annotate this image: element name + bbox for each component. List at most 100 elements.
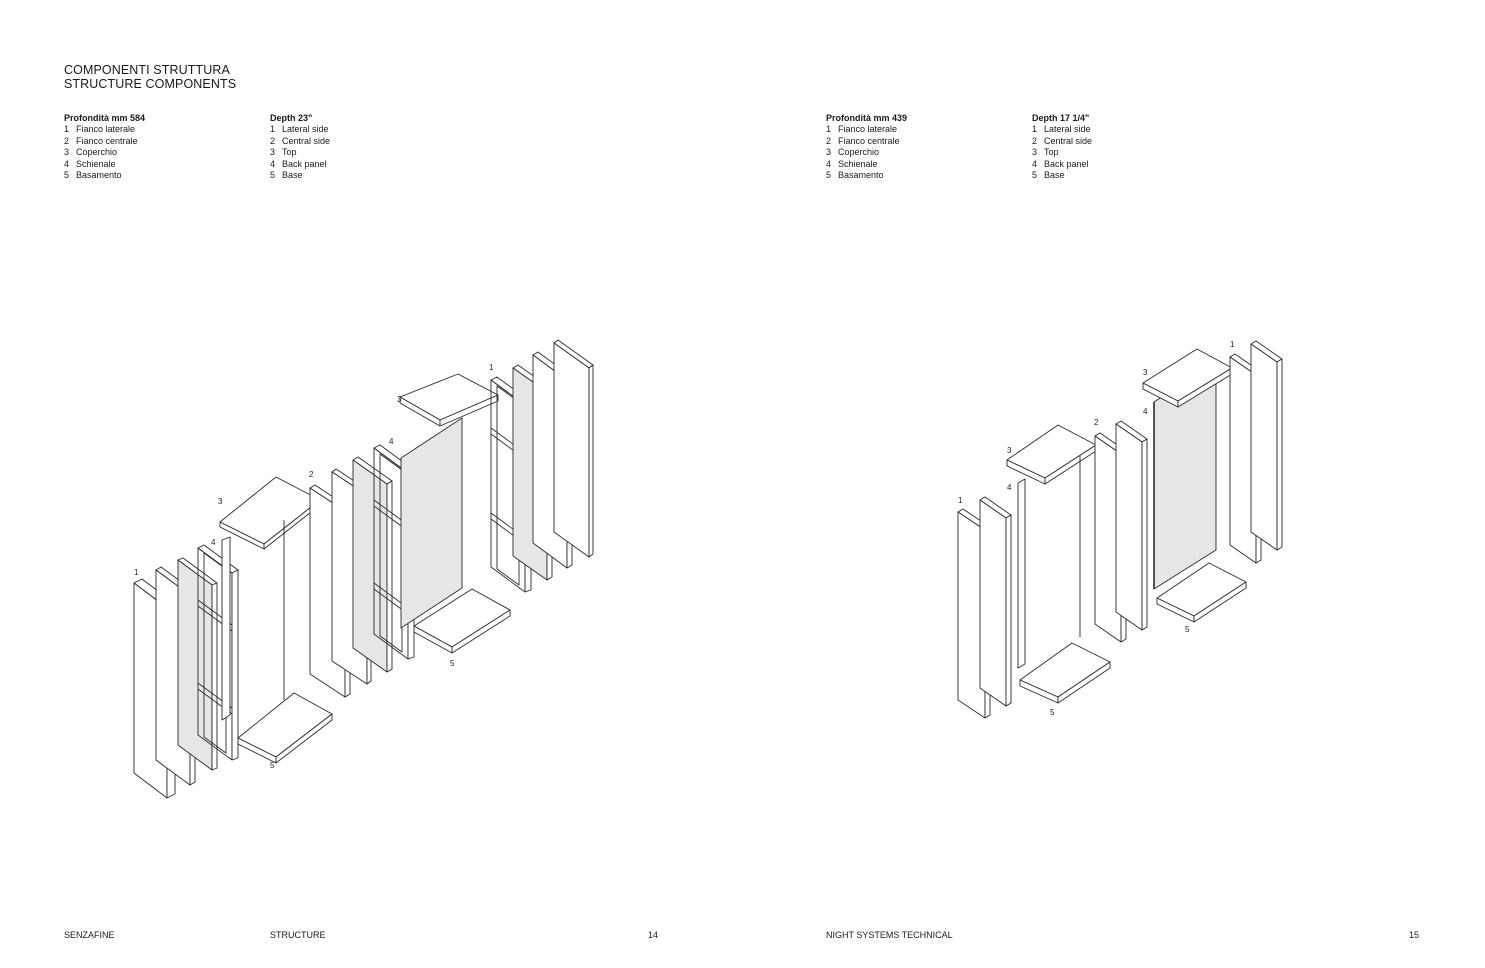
top-cover (399, 373, 499, 427)
back-panel (400, 417, 463, 629)
legend-item: 1 Fianco laterale (64, 124, 145, 135)
page-title: COMPONENTI STRUTTURA STRUCTURE COMPONENT… (64, 63, 236, 91)
callout-5: 5 (270, 761, 275, 770)
legend-num: 3 (826, 147, 832, 158)
exploded-view-584 (133, 339, 594, 799)
legend-label: Top (1044, 147, 1059, 158)
legend-heading: Profondità mm 584 (64, 113, 146, 123)
title-italian: COMPONENTI STRUTTURA (64, 63, 230, 77)
legend-item: 5 Base (1032, 170, 1092, 181)
base-plinth (1019, 642, 1111, 704)
legend-584-it: Profondità mm 584 1 Fianco laterale 2 Fian… (64, 113, 145, 181)
legend-label: Coperchio (76, 147, 118, 158)
callout-1: 1 (958, 496, 963, 505)
legend-item: 2 Fianco centrale (826, 136, 907, 147)
exploded-view-439 (957, 340, 1283, 719)
legend-num: 2 (1032, 135, 1038, 146)
legend-num: 4 (270, 158, 276, 169)
legend-item: 1 Lateral side (270, 124, 330, 135)
legend-num: 5 (1032, 170, 1038, 181)
legend-item: 3 Coperchio (64, 147, 145, 158)
legend-label: Fianco laterale (76, 124, 136, 135)
lateral-side-panel (1250, 340, 1283, 551)
legend-label: Top (282, 147, 297, 158)
legend-heading: Profondità mm 439 (826, 113, 908, 123)
legend-num: 4 (826, 158, 832, 169)
legend-label: Base (1044, 170, 1065, 181)
legend-item: 4 Back panel (270, 159, 330, 170)
legend-label: Fianco centrale (838, 135, 900, 146)
callout-5: 5 (450, 659, 455, 668)
callout-3: 3 (397, 395, 402, 404)
legend-item: 3 Top (1032, 147, 1092, 158)
legend-num: 5 (64, 170, 70, 181)
top-and-back-assembly (219, 476, 321, 721)
framed-panel (177, 557, 218, 771)
legend-item: 4 Schienale (64, 159, 145, 170)
legend-num: 4 (64, 158, 70, 169)
footer-catalog: NIGHT SYSTEMS TECHNICAL (826, 930, 953, 940)
legend-label: Central side (1044, 135, 1093, 146)
legend-label: Basamento (838, 170, 884, 181)
legend-label: Fianco laterale (838, 124, 898, 135)
legend-label: Coperchio (838, 147, 880, 158)
legend-label: Back panel (1044, 158, 1089, 169)
base-plinth (237, 692, 333, 764)
legend-item: 2 Central side (1032, 136, 1092, 147)
legend-label: Lateral side (1044, 124, 1091, 135)
page-number-left: 14 (648, 930, 659, 940)
legend-label: Back panel (282, 158, 327, 169)
title-english: STRUCTURE COMPONENTS (64, 77, 237, 91)
legend-item: 5 Basamento (64, 170, 145, 181)
legend-item: 3 Coperchio (826, 147, 907, 158)
legend-num: 4 (1032, 158, 1038, 169)
legend-label: Lateral side (282, 124, 329, 135)
legend-heading: Depth 23" (270, 113, 313, 123)
legend-num: 3 (270, 147, 276, 158)
legend-num: 2 (826, 135, 832, 146)
callout-4: 4 (1007, 483, 1012, 492)
central-side-panel (1115, 420, 1148, 631)
legend-num: 5 (826, 170, 832, 181)
legend-num: 1 (64, 124, 70, 135)
legend-num: 3 (1032, 147, 1038, 158)
frame-door (197, 544, 239, 761)
legend-label: Schienale (76, 158, 116, 169)
callout-1: 1 (134, 568, 139, 577)
base-plinth (1156, 562, 1247, 623)
legend-label: Fianco centrale (76, 135, 138, 146)
legend-label: Basamento (76, 170, 122, 181)
legend-num: 3 (64, 147, 70, 158)
legend-item: 1 Lateral side (1032, 124, 1092, 135)
callout-3: 3 (218, 497, 223, 506)
callout-1: 1 (1230, 340, 1235, 349)
callout-2: 2 (309, 470, 314, 479)
legend-num: 1 (826, 124, 832, 135)
page-number-right: 15 (1409, 930, 1420, 940)
callout-5: 5 (1185, 625, 1190, 634)
callouts-439: 1 4 3 5 2 4 3 5 1 (958, 340, 1235, 717)
back-panel (1017, 478, 1026, 669)
callout-1: 1 (489, 363, 494, 372)
callout-3: 3 (1143, 368, 1148, 377)
legend-num: 2 (64, 135, 70, 146)
legend-item: 1 Fianco laterale (826, 124, 907, 135)
callout-4: 4 (211, 538, 216, 547)
legend-num: 2 (270, 135, 276, 146)
legend-num: 1 (270, 124, 276, 135)
base-plinth (413, 588, 511, 654)
footer-brand: SENZAFINE (64, 930, 115, 940)
legend-item: 4 Back panel (1032, 159, 1092, 170)
lateral-side-panel (553, 339, 594, 558)
callout-3: 3 (1007, 446, 1012, 455)
legend-17in-en: Depth 17 1/4" 1 Lateral side 2 Central sid… (1032, 113, 1092, 181)
legend-heading: Depth 17 1/4" (1032, 113, 1090, 123)
legend-num: 1 (1032, 124, 1038, 135)
top-cover (1006, 424, 1097, 637)
lateral-side-panel (979, 496, 1012, 707)
callout-5: 5 (1050, 708, 1055, 717)
